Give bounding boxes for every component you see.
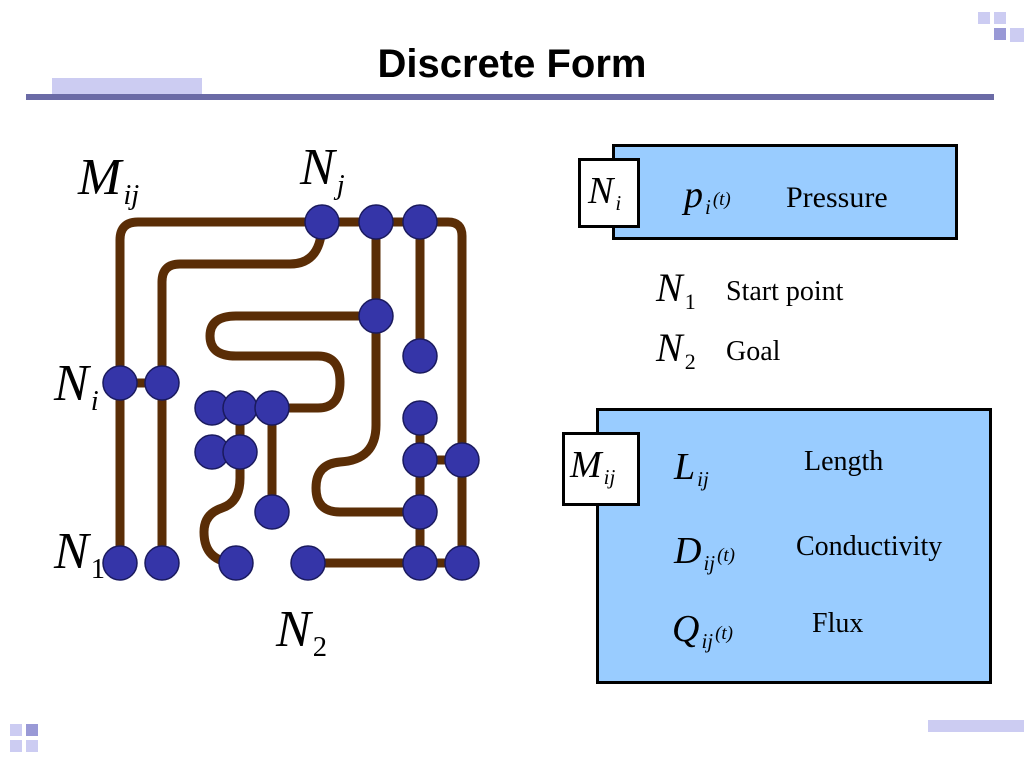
label-n-i: Ni: [54, 355, 99, 417]
label-m-ij: Mij: [78, 149, 140, 211]
conductivity-description: Conductivity: [796, 531, 943, 562]
nodes: [102, 204, 480, 581]
pressure-description: Pressure: [786, 181, 888, 214]
node: [402, 442, 438, 478]
node: [402, 545, 438, 581]
pipe: [115, 217, 467, 568]
corner-square: [978, 12, 990, 24]
node: [358, 204, 394, 240]
endpoint-n2-symbol: N2: [656, 325, 696, 374]
flux-symbol: Qij(t): [672, 608, 733, 654]
node: [402, 338, 438, 374]
flux-description: Flux: [812, 608, 864, 639]
node: [144, 545, 180, 581]
node: [102, 365, 138, 401]
node: [144, 365, 180, 401]
corner-square: [10, 724, 22, 736]
node: [402, 400, 438, 436]
label-n-2: N2: [276, 601, 327, 663]
length-symbol: Lij: [674, 446, 709, 492]
corner-square: [994, 12, 1006, 24]
slide-title: Discrete Form: [377, 42, 647, 86]
endpoint-n1-symbol: N1: [656, 265, 696, 314]
node: [290, 545, 326, 581]
length-description: Length: [804, 446, 884, 477]
pipe: [157, 217, 327, 568]
endpoint-n1-description: Start point: [726, 276, 844, 307]
pipe: [199, 403, 245, 568]
node: [402, 494, 438, 530]
corner-square: [994, 28, 1006, 40]
title-rule: [26, 94, 994, 100]
node-tag-label: Ni: [588, 170, 622, 216]
node: [218, 545, 254, 581]
pipe: [311, 217, 425, 517]
node: [402, 204, 438, 240]
label-n-1: N1: [54, 523, 105, 585]
node: [444, 545, 480, 581]
node: [444, 442, 480, 478]
node: [304, 204, 340, 240]
node: [222, 390, 258, 426]
corner-square: [10, 740, 22, 752]
node: [254, 494, 290, 530]
conductivity-symbol: Dij(t): [674, 530, 735, 576]
node: [102, 545, 138, 581]
node: [222, 434, 258, 470]
node-tag: [578, 158, 640, 228]
label-n-j: Nj: [300, 139, 345, 201]
corner-square: [26, 724, 38, 736]
edge-tag: [562, 432, 640, 506]
edge-box: [596, 408, 992, 684]
node-box: [612, 144, 958, 240]
pipe: [205, 311, 381, 413]
corner-square: [1010, 28, 1024, 42]
footer-accent-band: [928, 720, 1024, 732]
node: [358, 298, 394, 334]
node: [254, 390, 290, 426]
title-accent-band: [52, 78, 202, 94]
edge-tag-label: Mij: [570, 444, 616, 490]
pressure-symbol: pi(t): [684, 174, 731, 220]
corner-square: [26, 740, 38, 752]
endpoint-n2-description: Goal: [726, 336, 781, 367]
